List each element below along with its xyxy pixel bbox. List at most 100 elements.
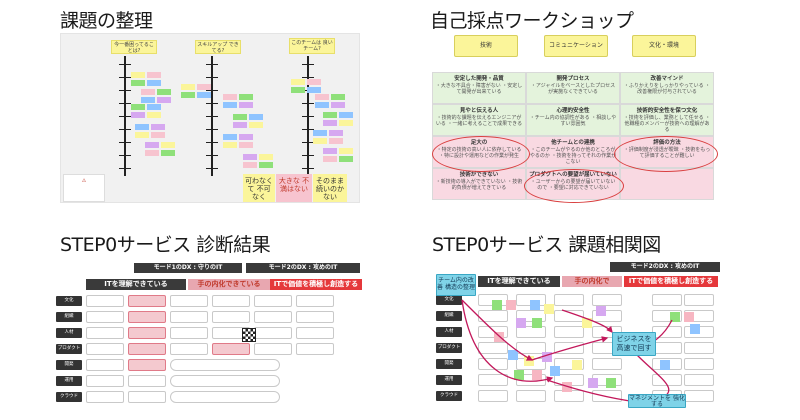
sticky-note [135, 124, 149, 130]
row-label: 開発 [436, 359, 462, 369]
axis-tick [206, 64, 218, 65]
correlation-node [596, 306, 606, 316]
correlation-item [592, 390, 622, 402]
correlation-node [670, 312, 680, 322]
sticky-note [331, 94, 345, 100]
score-cell [620, 168, 714, 200]
correlation-item [478, 390, 508, 402]
score-cell-body: ・技術的な課題を伝えるエンジニアがいる ・一緒に考えることで成果できる [435, 115, 523, 127]
sticky-note [239, 142, 253, 148]
correlation-node [582, 318, 592, 328]
score-cell-body: ・大きな不具合・障害がない ・安定して開発が出来ている [435, 83, 523, 95]
correlation-item [592, 358, 622, 370]
sticky-note [339, 120, 353, 126]
diagnosis-item [86, 375, 124, 387]
axis-tick [302, 116, 314, 117]
highlight-circle [432, 136, 530, 172]
highlight-circle [614, 136, 718, 172]
sticky-note [243, 162, 257, 168]
bubble-business-speed: ビジネスを 高速で回す [612, 332, 656, 356]
diagnosis-item [254, 311, 292, 323]
correlation-node [532, 370, 542, 380]
question-note: スキルアップ できてる? [195, 40, 241, 54]
score-cell-title: 他チームとの連携 [551, 140, 595, 146]
score-cell: 技術ができない・新技術の導入ができていない ・技術的負債が増えてきている [432, 168, 526, 200]
category-tech: 技術 [454, 35, 518, 57]
correlation-node [506, 300, 516, 310]
diagnosis-item [128, 327, 166, 339]
axis-tick [206, 103, 218, 104]
axis-tick [302, 77, 314, 78]
score-cell: 改善マインド・ふりかえりをしっかりやっている ・改善権限が付与されている [620, 72, 714, 104]
sticky-note [233, 114, 247, 120]
diagnosis-item [170, 375, 280, 387]
sticky-note [243, 154, 257, 160]
diagnosis-item [296, 343, 334, 355]
sticky-note [259, 162, 273, 168]
row-label: 運用 [56, 376, 82, 386]
bubble-management: マネジメントを 強化する [628, 394, 686, 408]
sticky-note [141, 89, 155, 95]
diagnosis-item [170, 343, 208, 355]
diagnosis-item [86, 311, 124, 323]
score-cell-title: 技術ができない [459, 172, 499, 178]
diagnosis-item [254, 343, 292, 355]
score-cell: 見やと伝える人・技術的な課題を伝えるエンジニアがいる ・一緒に考えることで成果で… [432, 104, 526, 136]
diagnosis-item [86, 359, 124, 371]
correlation-node [550, 366, 560, 376]
sticky-note [331, 102, 345, 108]
sticky-note [313, 138, 327, 144]
axis-tick [119, 64, 131, 65]
correlation-node [494, 332, 504, 342]
correlation-item [516, 326, 546, 338]
diagnosis-item [128, 391, 166, 403]
correlation-node [530, 300, 540, 310]
sticky-note: 大きな 不満はない [276, 174, 312, 202]
row-label: 文化 [436, 295, 462, 305]
stage-internalize: 手の内化で [562, 276, 622, 287]
category-culture: 文化・環境 [632, 35, 696, 57]
axis-tick [119, 129, 131, 130]
axis-tick [206, 77, 218, 78]
stage-internalize: 手の内化できている [188, 279, 270, 290]
score-cell-body: ・新技術の導入ができていない ・技術的負債が増えてきている [435, 179, 523, 191]
row-label: 文化 [56, 296, 82, 306]
row-label: 開発 [56, 360, 82, 370]
category-communication: コミュニケーション [544, 35, 608, 57]
score-cell-body: ・アジャイルをベースとしたプロセスが実施なくできている [530, 83, 616, 95]
diagnosis-item [86, 391, 124, 403]
row-label: 組織 [56, 312, 82, 322]
correlation-item [478, 374, 508, 386]
sticky-note [291, 79, 305, 85]
correlation-node [588, 378, 598, 388]
axis-tick [119, 90, 131, 91]
sticky-note: ⚠ [63, 174, 105, 202]
correlation-item [652, 294, 682, 306]
row-label: プロダクト マネジメント [56, 344, 82, 371]
score-cell-title: 心理的安全性 [556, 108, 590, 114]
sticky-note [323, 112, 337, 118]
score-cell: 開発プロセス・アジャイルをベースとしたプロセスが実施なくできている [526, 72, 620, 104]
sticky-note [131, 112, 145, 118]
sticky-note [151, 124, 165, 130]
correlation-item [554, 294, 584, 306]
diagnosis-item [170, 391, 280, 403]
axis-tick [206, 155, 218, 156]
diagnosis-item [128, 311, 166, 323]
row-label: プロダクト [436, 343, 462, 353]
diagnosis-item [170, 311, 208, 323]
mode1-header: モード1のDX : 守りのIT [134, 263, 242, 273]
diagnosis-item [212, 343, 250, 355]
sticky-note [239, 94, 253, 100]
sticky-note [223, 102, 237, 108]
correlation-item [554, 310, 584, 322]
diagnosis-item [170, 327, 208, 339]
correlation-node [514, 370, 524, 380]
question-note: 今一番困ってることは? [111, 40, 157, 54]
diagnosis-item [128, 359, 166, 371]
diagnosis-item [254, 295, 292, 307]
score-cell-body: ・技術を評価し、業務として任せる ・他職種のメンバーが技術への理解がある [623, 115, 711, 133]
correlation-node [508, 350, 518, 360]
row-label: 人材 [436, 327, 462, 337]
axis-tick [302, 142, 314, 143]
